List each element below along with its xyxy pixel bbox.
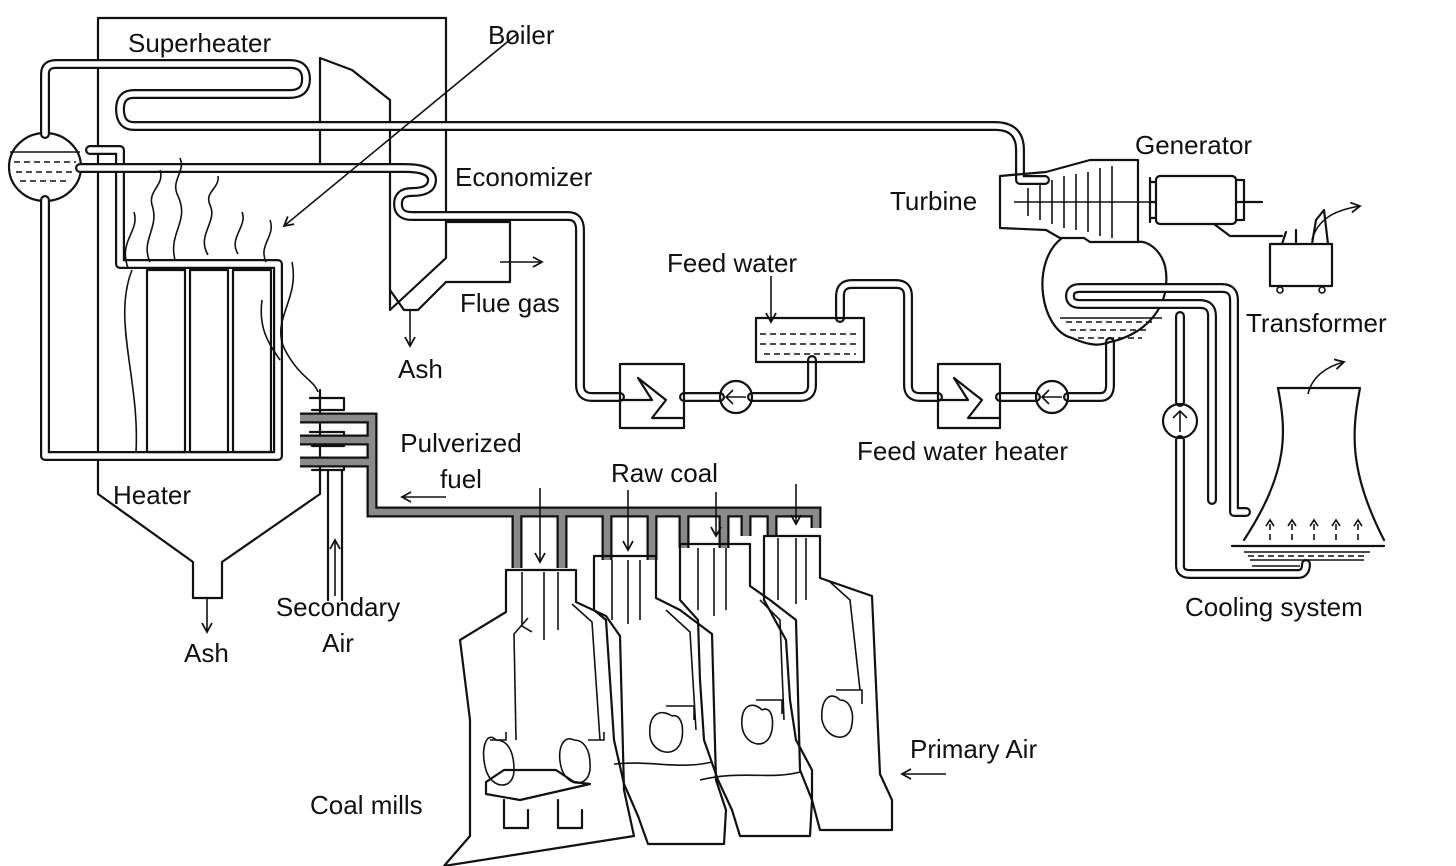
cooling-tower	[1230, 386, 1386, 567]
boiler-housing	[96, 16, 512, 600]
feed-water-heater-1	[618, 362, 686, 430]
feed-pump-1	[718, 379, 754, 415]
label-transformer: Transformer	[1246, 308, 1387, 338]
label-feed-water: Feed water	[667, 248, 798, 278]
economizer-coil	[75, 163, 625, 402]
feed-water-tank	[754, 316, 866, 364]
label-secondary-air-line1: Secondary	[275, 592, 401, 622]
label-raw-coal: Raw coal	[611, 458, 718, 488]
feed-water-heater-2	[936, 362, 1002, 430]
turbine	[998, 158, 1150, 244]
steam-drum	[7, 131, 83, 203]
flow-arrows	[201, 33, 1362, 780]
label-superheater: Superheater	[128, 28, 272, 58]
label-heater: Heater	[113, 480, 192, 510]
burners	[300, 396, 822, 602]
label-pulverized-fuel-line2: fuel	[440, 464, 482, 494]
waterwall-tubes	[40, 145, 283, 461]
label-feed-water-heater: Feed water heater	[857, 436, 1069, 466]
label-boiler: Boiler	[488, 20, 555, 50]
label-secondary-air-line2: Air	[322, 628, 354, 658]
transformer	[1268, 208, 1334, 294]
label-economizer: Economizer	[455, 162, 593, 192]
feed-pump-2	[1034, 379, 1070, 415]
condenser	[1041, 236, 1251, 517]
label-ash-boiler: Ash	[184, 638, 229, 668]
superheater-coil	[40, 59, 1050, 185]
feed-water-line	[679, 279, 1115, 402]
economizer-hopper	[388, 280, 448, 312]
label-cooling-system: Cooling system	[1185, 592, 1363, 622]
coal-mills	[442, 534, 894, 866]
generator	[1148, 174, 1284, 238]
label-generator: Generator	[1135, 130, 1253, 160]
label-pulverized-fuel-line1: Pulverized	[400, 428, 522, 458]
boiler-flames	[123, 157, 319, 453]
label-flue-gas: Flue gas	[460, 288, 560, 318]
label-coal-mills: Coal mills	[310, 790, 423, 820]
label-ash-economizer: Ash	[398, 354, 443, 384]
label-turbine: Turbine	[890, 186, 978, 216]
cooling-return-line	[1161, 311, 1311, 579]
label-primary-air: Primary Air	[910, 734, 1038, 764]
